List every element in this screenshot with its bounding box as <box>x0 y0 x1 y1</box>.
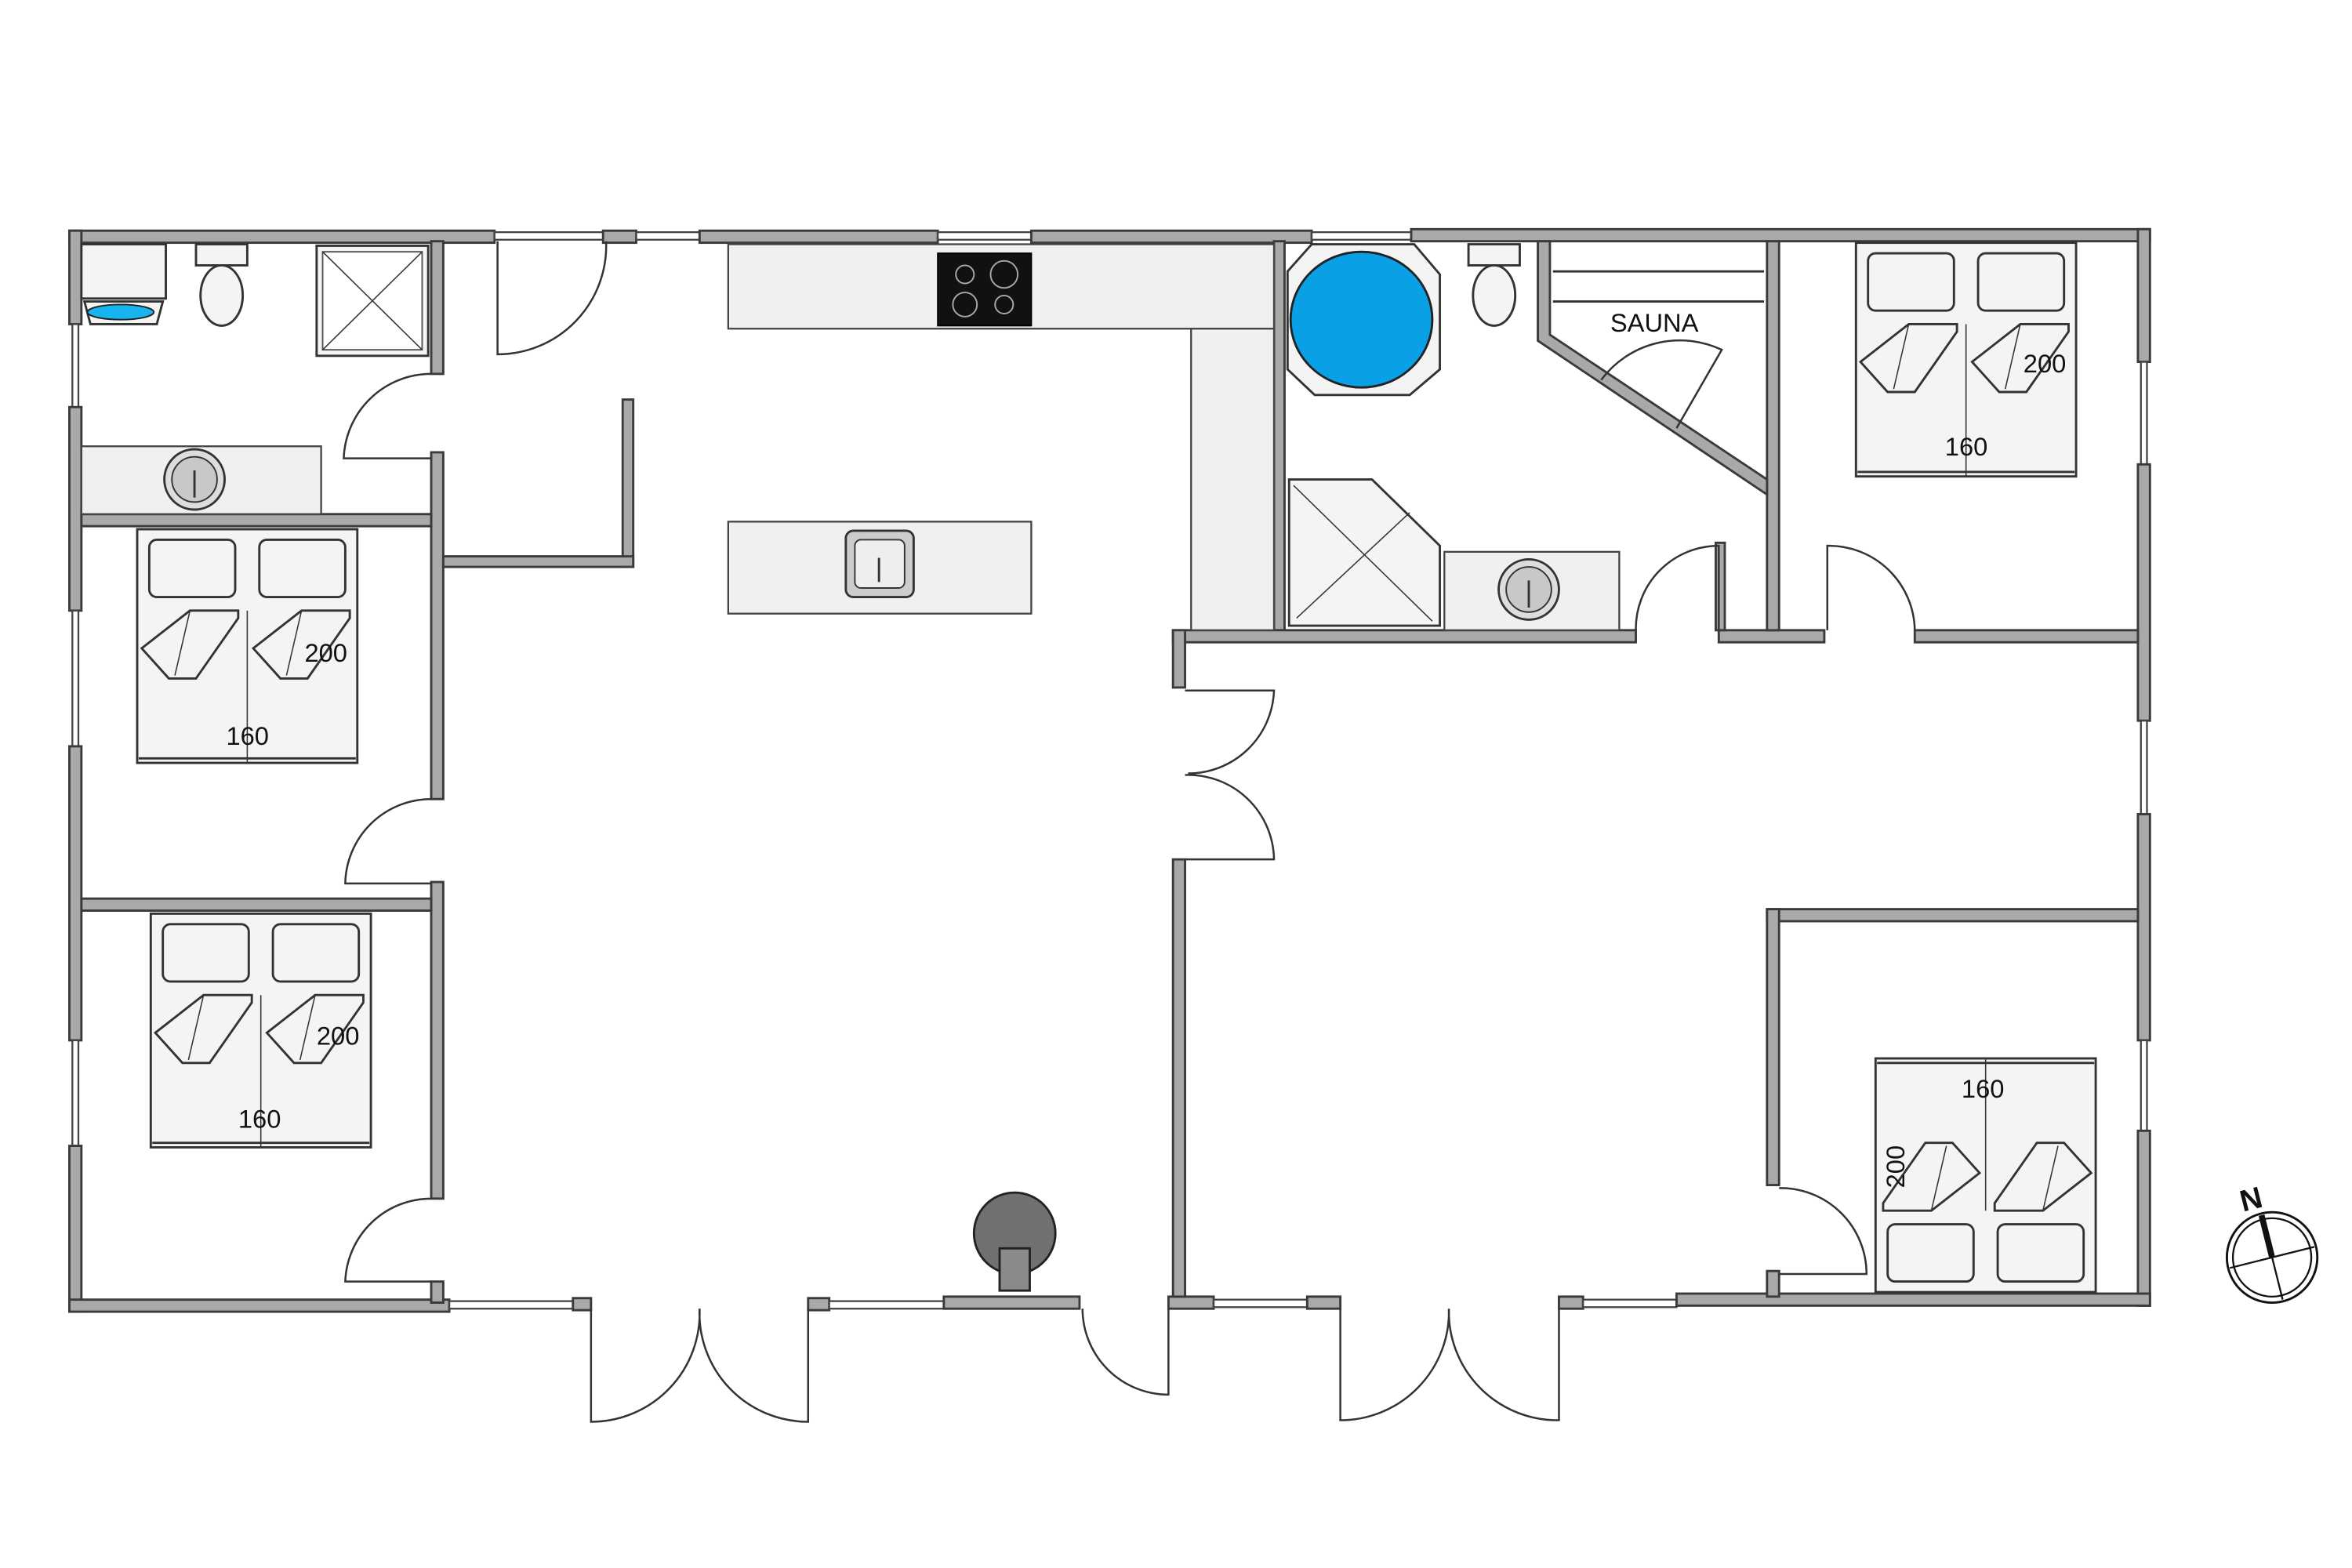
kitchen-sink-icon <box>844 529 915 598</box>
door <box>344 1197 432 1283</box>
corner-shower-icon <box>1287 478 1441 627</box>
bed: 200 160 <box>1856 243 2076 477</box>
washing-machine-icon <box>80 243 167 325</box>
wood-stove-icon <box>972 1191 1057 1292</box>
bathtub-icon <box>1286 243 1441 397</box>
hob-icon <box>937 252 1033 327</box>
shower-icon <box>315 245 430 358</box>
washbasin-icon <box>163 448 226 511</box>
bed: 200 160 <box>137 529 358 763</box>
door <box>343 372 432 459</box>
sauna-label: SAUNA <box>1610 308 1699 337</box>
door <box>496 241 608 356</box>
interior-walls <box>80 240 2140 1304</box>
compass-north-label: N <box>2237 1181 2266 1218</box>
door <box>1635 544 1720 630</box>
terrace-door <box>1081 1308 1170 1396</box>
door <box>344 797 432 885</box>
terrace-double-door <box>590 1308 810 1423</box>
bed: 200 160 <box>151 913 371 1147</box>
bed: 160 200 <box>1875 1058 2096 1292</box>
svg-text:200: 200 <box>1881 1145 1910 1189</box>
outer-walls <box>68 227 2151 1313</box>
toilet-icon <box>194 243 249 327</box>
washbasin-icon <box>1497 558 1560 621</box>
door <box>1826 544 1916 630</box>
svg-text:200: 200 <box>304 638 347 667</box>
bathroom-east <box>1286 243 1621 631</box>
svg-text:160: 160 <box>238 1104 281 1133</box>
compass-icon: N <box>2225 1181 2319 1304</box>
terrace-double-door <box>1339 1308 1560 1421</box>
svg-text:200: 200 <box>2024 349 2067 378</box>
svg-text:160: 160 <box>226 721 269 750</box>
toilet-icon <box>1467 243 1521 327</box>
bathroom-west <box>80 243 430 515</box>
kitchen <box>727 243 1276 631</box>
kitchen-counter-side <box>1190 328 1276 631</box>
door <box>1185 689 1276 861</box>
doors <box>343 241 1916 1423</box>
door <box>1779 1187 1868 1276</box>
svg-text:160: 160 <box>1945 432 1988 461</box>
sauna: SAUNA <box>1552 270 1764 429</box>
svg-text:200: 200 <box>317 1022 360 1051</box>
svg-text:160: 160 <box>1962 1074 2005 1103</box>
